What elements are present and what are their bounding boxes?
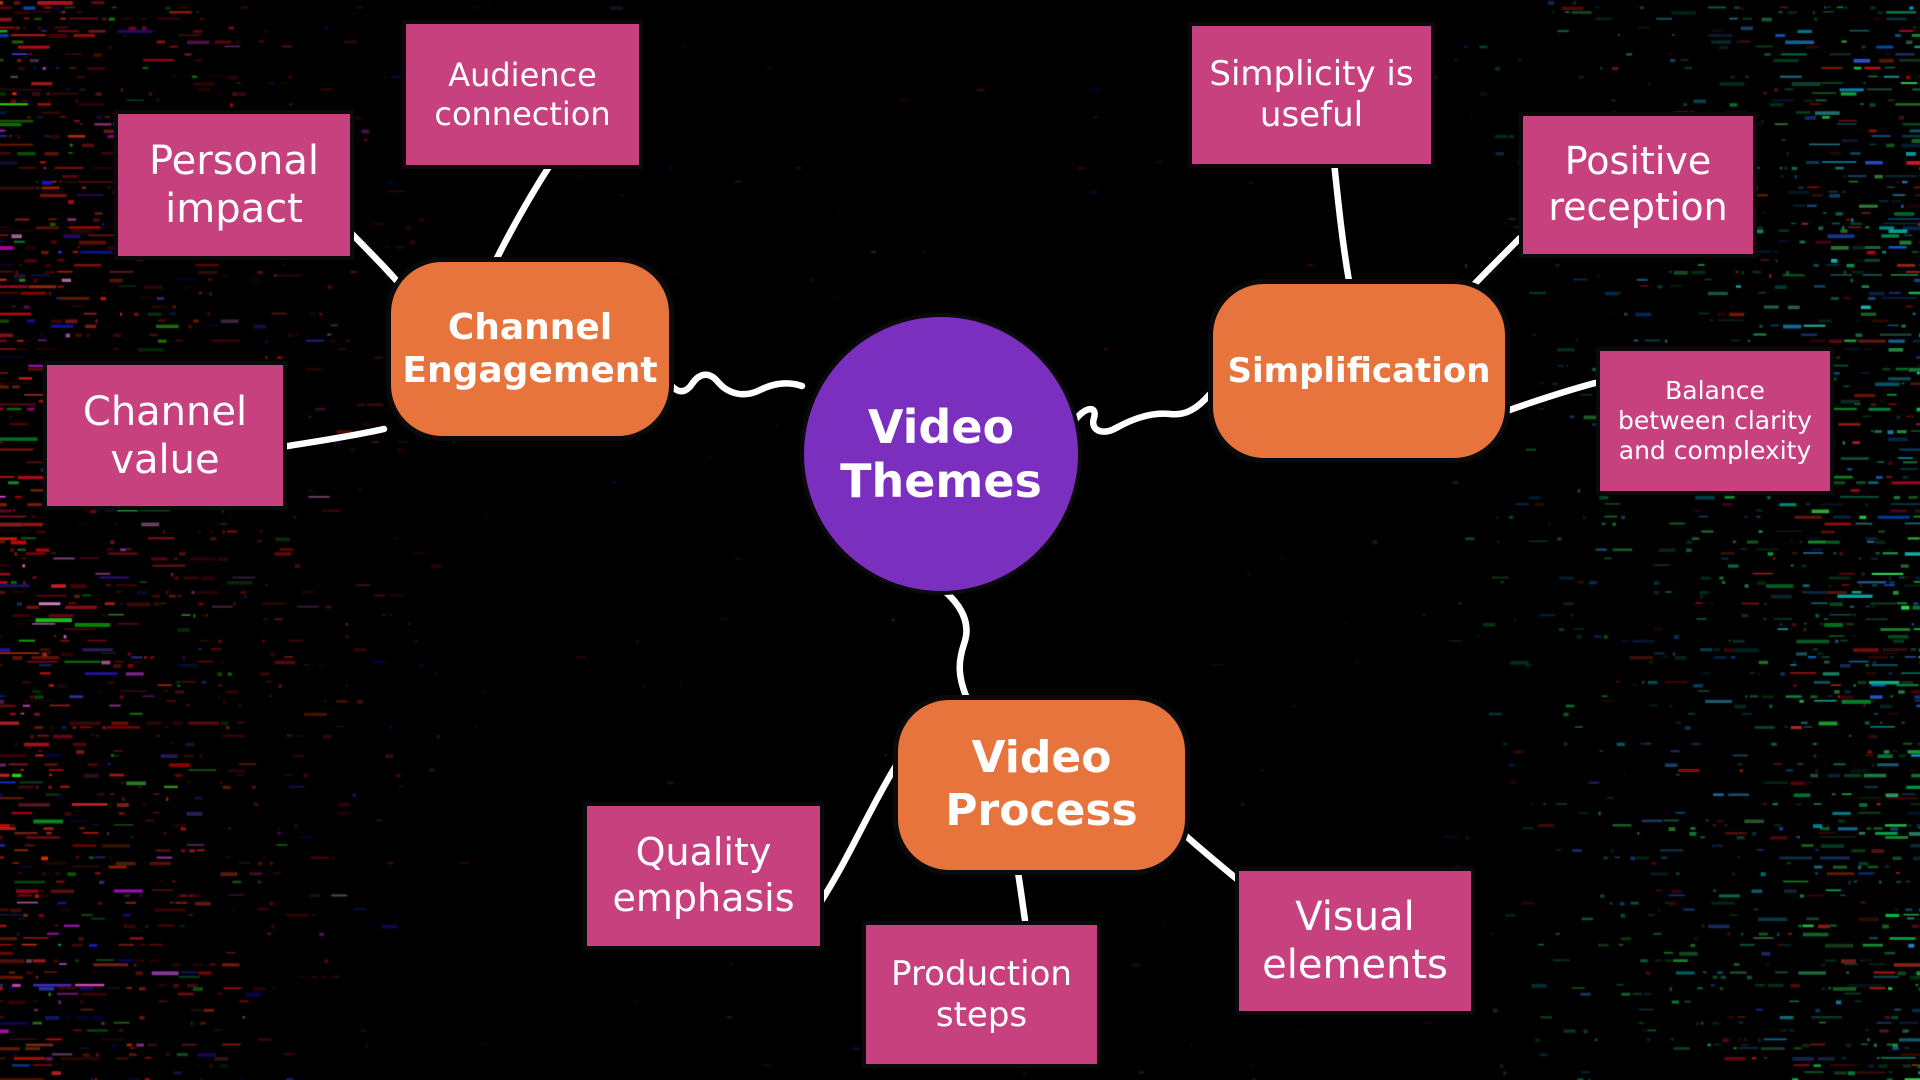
branch-node-label: Channel Engagement xyxy=(391,302,669,396)
leaf-node-label: Production steps xyxy=(866,950,1097,1040)
connector-ce-audience-connection xyxy=(496,162,552,260)
leaf-node-label: Positive reception xyxy=(1523,135,1753,234)
leaf-node-personal-impact: Personal impact xyxy=(114,110,354,260)
leaf-node-balance-clarity-complexity: Balance between clarity and complexity xyxy=(1596,347,1834,495)
branch-node-simplification: Simplification xyxy=(1208,279,1510,463)
connector-root-channel-engagement xyxy=(663,370,802,394)
leaf-node-label: Personal impact xyxy=(118,133,350,237)
connector-root-simplification xyxy=(1070,394,1210,432)
connector-root-video-process xyxy=(936,584,966,696)
leaf-node-label: Balance between clarity and complexity xyxy=(1600,372,1830,470)
leaf-node-quality-emphasis: Quality emphasis xyxy=(583,802,824,950)
connector-ce-channel-value xyxy=(282,429,384,447)
leaf-node-channel-value: Channel value xyxy=(43,361,287,510)
leaf-node-audience-connection: Audience connection xyxy=(402,20,643,169)
branch-node-label: Video Process xyxy=(898,728,1185,842)
root-node-video-themes: Video Themes xyxy=(800,313,1082,595)
branch-node-video-process: Video Process xyxy=(893,695,1190,875)
leaf-node-label: Simplicity is useful xyxy=(1192,50,1431,140)
branch-node-label: Simplification xyxy=(1218,347,1501,396)
connector-simpl-balance xyxy=(1501,383,1595,413)
leaf-node-visual-elements: Visual elements xyxy=(1235,867,1475,1015)
leaf-node-production-steps: Production steps xyxy=(862,921,1101,1068)
root-node-label: Video Themes xyxy=(804,396,1078,513)
branch-node-channel-engagement: Channel Engagement xyxy=(386,257,674,441)
leaf-node-label: Channel value xyxy=(47,384,283,488)
leaf-node-label: Audience connection xyxy=(406,52,639,137)
connector-vp-quality-emphasis xyxy=(820,764,897,903)
leaf-node-simplicity-is-useful: Simplicity is useful xyxy=(1188,22,1435,168)
leaf-node-label: Visual elements xyxy=(1239,889,1471,993)
connector-simpl-simplicity-useful xyxy=(1334,162,1349,281)
leaf-node-positive-reception: Positive reception xyxy=(1519,112,1757,258)
leaf-node-label: Quality emphasis xyxy=(587,826,820,925)
